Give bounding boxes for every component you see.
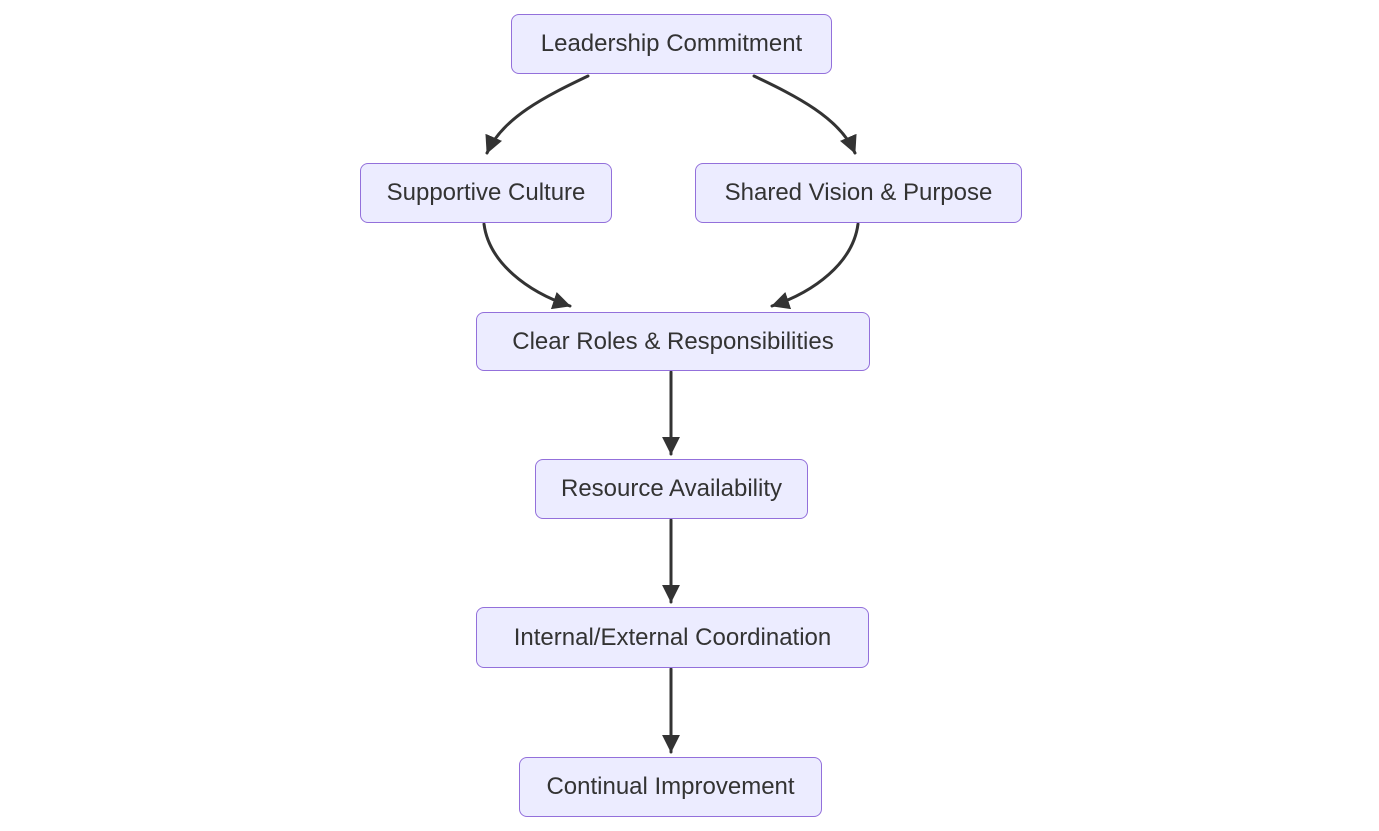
node-continual-improvement: Continual Improvement <box>519 757 822 817</box>
node-label: Continual Improvement <box>546 773 795 800</box>
node-resource-availability: Resource Availability <box>535 459 808 519</box>
node-label: Resource Availability <box>560 475 782 502</box>
node-label: Supportive Culture <box>386 179 586 206</box>
node-label: Leadership Commitment <box>540 30 803 57</box>
node-internal-external-coordination: Internal/External Coordination <box>476 607 869 668</box>
node-supportive-culture: Supportive Culture <box>360 163 612 223</box>
node-shared-vision-purpose: Shared Vision & Purpose <box>695 163 1022 223</box>
edge-leadership-to-supportive <box>485 74 590 155</box>
node-label: Shared Vision & Purpose <box>724 179 993 206</box>
node-leadership-commitment: Leadership Commitment <box>511 14 832 74</box>
node-label: Clear Roles & Responsibilities <box>512 327 834 355</box>
edge-supportive-to-clear <box>482 222 572 310</box>
node-label: Internal/External Coordination <box>513 623 832 651</box>
node-clear-roles-responsibilities: Clear Roles & Responsibilities <box>476 312 870 371</box>
edge-shared-to-clear <box>770 222 860 310</box>
edge-leadership-to-shared <box>752 74 857 155</box>
